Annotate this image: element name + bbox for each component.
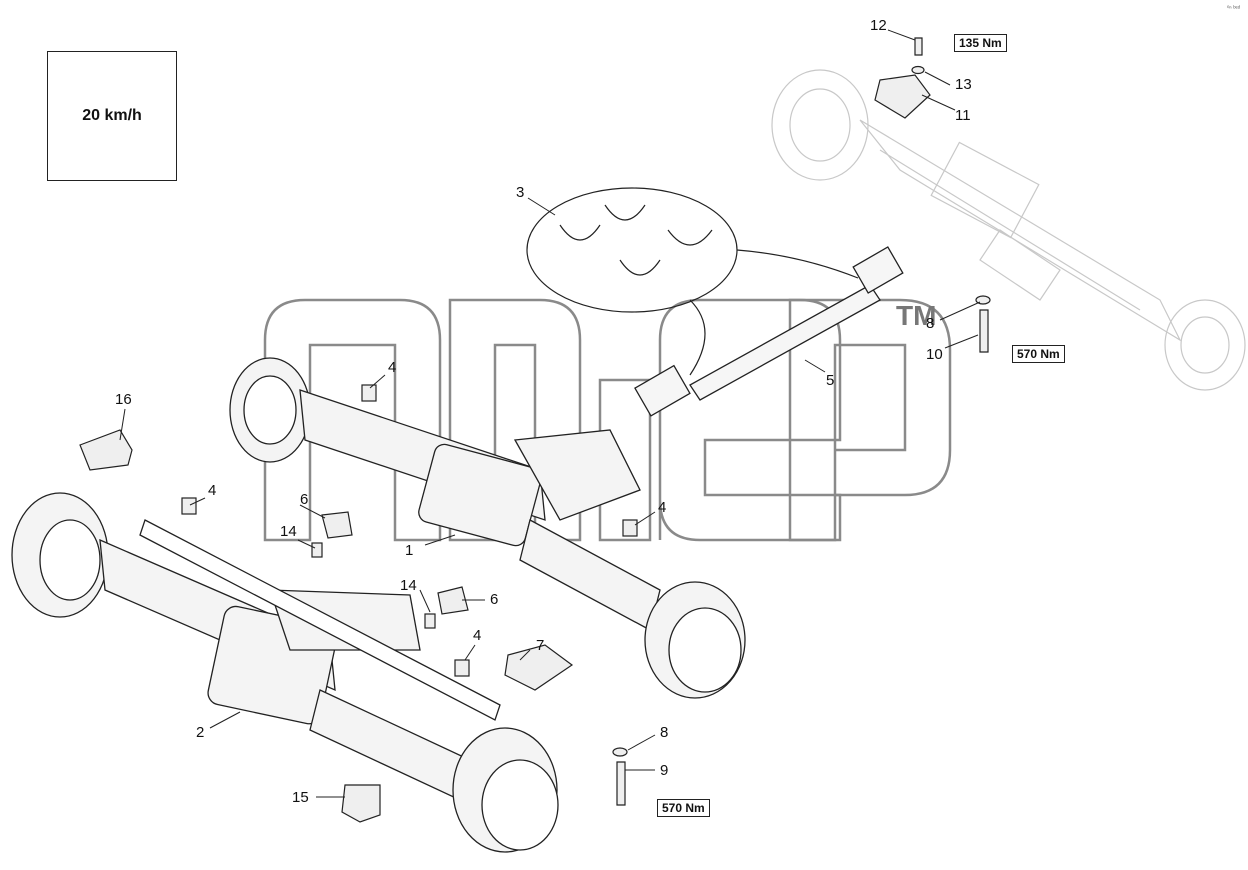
corner-mark: ⁰ⁿ ᵇᵉᵈ (1226, 6, 1240, 12)
fitting-4b (181, 497, 197, 515)
small-parts (79, 37, 991, 823)
bracket-16 (79, 429, 133, 471)
drive-shaft-5 (634, 246, 904, 417)
callout-4a: 4 (388, 359, 397, 376)
torque-label-570-upper: 570 Nm (1012, 345, 1065, 363)
callout-10: 10 (926, 346, 943, 363)
callout-4c: 4 (658, 499, 667, 516)
callout-12: 12 (870, 17, 887, 34)
fitting-4a (361, 384, 377, 402)
bolt-9 (616, 761, 626, 806)
bracket-15 (341, 784, 381, 823)
callout-11: 11 (955, 107, 971, 124)
rear-axle-assembly-2 (11, 492, 559, 853)
callout-2: 2 (196, 724, 205, 741)
clamp-kit-bubble (526, 187, 859, 376)
callout-4d: 4 (473, 627, 482, 644)
washer-13 (911, 65, 925, 75)
callout-16: 16 (115, 391, 132, 408)
front-axle-assembly-1 (229, 357, 746, 699)
plate-7 (504, 644, 574, 691)
callout-8a: 8 (926, 315, 935, 332)
elbow-6b (437, 586, 469, 615)
callout-4b: 4 (208, 482, 217, 499)
fitting-14b (424, 613, 436, 629)
speed-label: 20 km/h (82, 107, 142, 124)
torque-label-570-lower: 570 Nm (657, 799, 710, 817)
fitting-4c (622, 519, 638, 537)
callout-13: 13 (955, 76, 972, 93)
callout-9: 9 (660, 762, 669, 779)
plate-11 (874, 74, 931, 119)
callout-7: 7 (536, 637, 545, 654)
callout-6b: 6 (490, 591, 499, 608)
callout-15: 15 (292, 789, 309, 806)
callout-6a: 6 (300, 491, 309, 508)
watermark-tm: TM (896, 300, 937, 331)
bolt-12 (914, 37, 923, 56)
callout-3: 3 (516, 184, 525, 201)
leader-lines (119, 29, 981, 798)
callout-5: 5 (826, 372, 835, 389)
speed-rating-box: 20 km/h (47, 51, 177, 181)
callout-8b: 8 (660, 724, 669, 741)
elbow-6a (321, 511, 353, 539)
fitting-4d (454, 659, 470, 677)
bolt-10 (979, 309, 989, 353)
callout-14b: 14 (400, 577, 417, 594)
torque-label-135: 135 Nm (954, 34, 1007, 52)
washer-8b (612, 747, 628, 757)
ghost-rear-axle (771, 69, 1246, 391)
fitting-14a (311, 542, 323, 558)
callout-1: 1 (405, 542, 414, 559)
callout-14a: 14 (280, 523, 297, 540)
